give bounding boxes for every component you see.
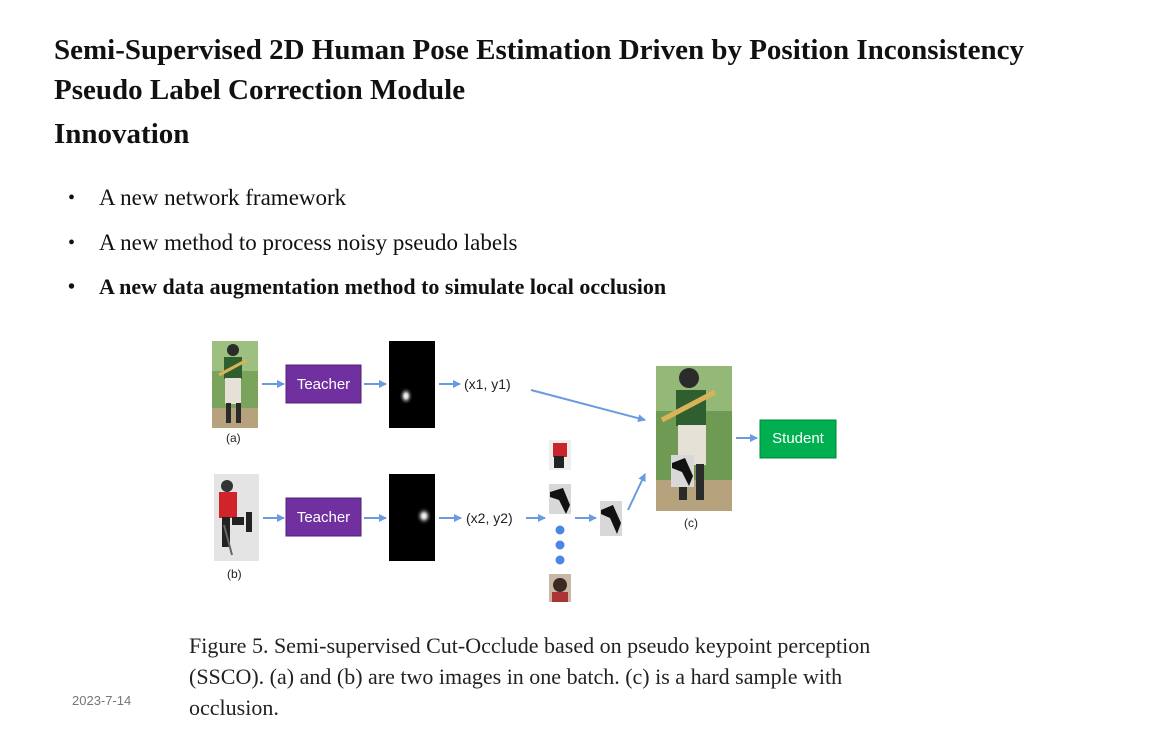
patch-thumbnail <box>549 574 571 602</box>
teacher-box-b: Teacher <box>285 497 362 537</box>
selected-patch <box>600 501 622 536</box>
bullet-text: A new method to process noisy pseudo lab… <box>99 229 518 255</box>
slide-title: Semi-Supervised 2D Human Pose Estimation… <box>54 34 1024 106</box>
slide-date: 2023-7-14 <box>72 693 132 708</box>
bullet-text: A new network framework <box>99 185 347 210</box>
teacher-label: Teacher <box>297 509 350 526</box>
bullet-text: A new data augmentation method to simula… <box>99 274 667 299</box>
photo-b <box>214 474 259 561</box>
figure-caption: Figure 5. Semi-supervised Cut-Occlude ba… <box>189 633 871 720</box>
heatmap-b <box>389 474 435 561</box>
ellipsis-dot <box>555 540 565 550</box>
arrow <box>627 473 646 511</box>
coord-a: (x1, y1) <box>464 376 511 392</box>
teacher-label: Teacher <box>297 376 350 393</box>
label-c: (c) <box>684 516 698 530</box>
heatmap-a <box>389 341 435 428</box>
bullet-icon: • <box>68 276 76 298</box>
label-b: (b) <box>227 567 242 581</box>
patch-thumbnail <box>549 484 571 514</box>
label-a: (a) <box>226 431 241 445</box>
coord-b: (x2, y2) <box>466 510 513 526</box>
photo-c <box>656 366 732 511</box>
bullet-item: • A new network framework <box>68 180 666 225</box>
bullet-icon: • <box>68 187 76 209</box>
arrow <box>530 389 646 423</box>
student-label: Student <box>772 430 825 447</box>
photo-a <box>212 341 258 428</box>
bullet-item: • A new method to process noisy pseudo la… <box>68 225 666 270</box>
section-heading: Innovation <box>54 118 190 150</box>
patch-thumbnail <box>549 440 571 470</box>
innovation-list: • A new network framework • A new method t… <box>68 180 666 314</box>
bullet-icon: • <box>68 231 76 254</box>
student-box: Student <box>759 419 837 459</box>
ellipsis-dot <box>555 555 565 565</box>
teacher-box-a: Teacher <box>285 364 362 404</box>
bullet-item: • A new data augmentation method to simul… <box>68 269 666 314</box>
ellipsis-dot <box>555 525 565 535</box>
patch-column <box>549 440 571 602</box>
